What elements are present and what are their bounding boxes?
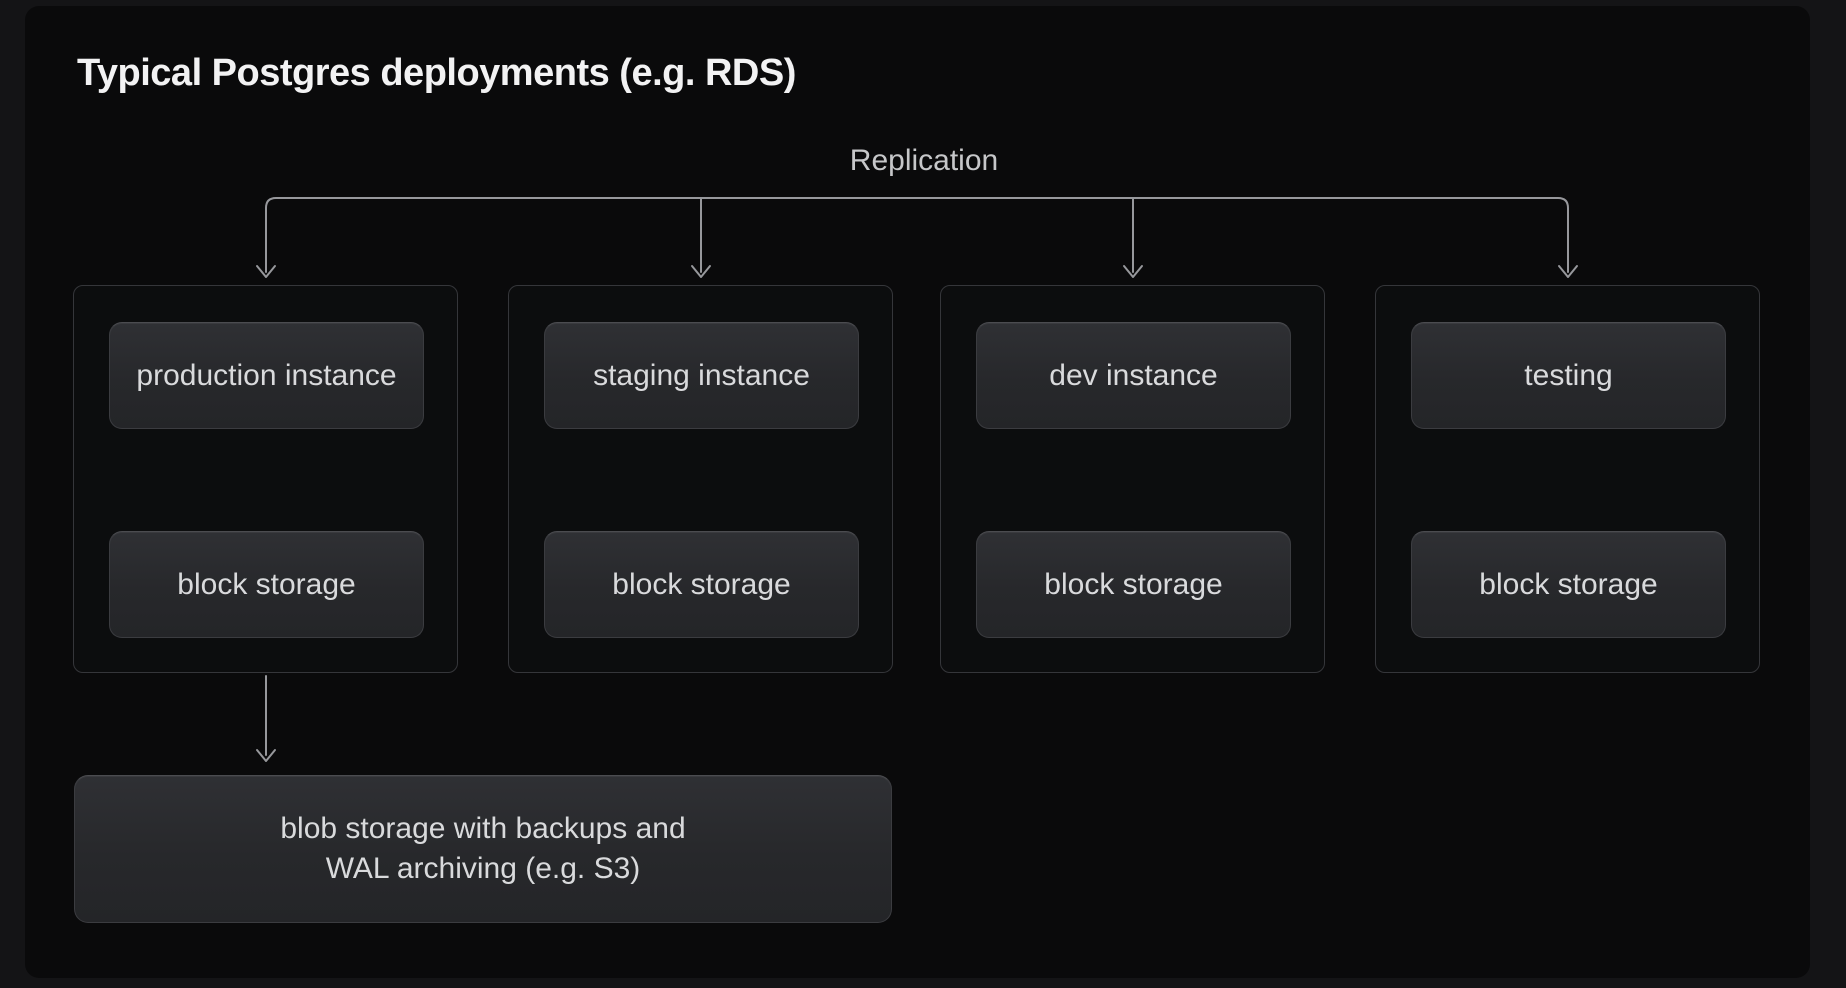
node-label: block storage [612,567,791,601]
node-testing-instance: testing [1411,322,1726,429]
node-label: block storage [1044,567,1223,601]
node-staging-instance: staging instance [544,322,859,429]
node-label: staging instance [593,358,810,392]
node-block-storage: block storage [109,531,424,638]
deployment-group-dev: dev instance block storage [940,285,1325,673]
node-blob-storage: blob storage with backups and WAL archiv… [74,775,892,923]
blob-storage-line2: WAL archiving (e.g. S3) [325,852,641,885]
deployment-group-production: production instance block storage [73,285,458,673]
diagram-title: Typical Postgres deployments (e.g. RDS) [77,52,796,94]
node-label: dev instance [1049,358,1218,392]
node-production-instance: production instance [109,322,424,429]
replication-label: Replication [849,144,999,177]
deployment-group-testing: testing block storage [1375,285,1760,673]
node-label: block storage [1479,567,1658,601]
blob-storage-line1: blob storage with backups and [280,812,686,845]
node-block-storage: block storage [544,531,859,638]
node-block-storage: block storage [976,531,1291,638]
node-label: block storage [177,567,356,601]
node-label: production instance [136,358,397,392]
deployment-group-staging: staging instance block storage [508,285,893,673]
node-dev-instance: dev instance [976,322,1291,429]
node-block-storage: block storage [1411,531,1726,638]
node-label: testing [1524,358,1613,392]
